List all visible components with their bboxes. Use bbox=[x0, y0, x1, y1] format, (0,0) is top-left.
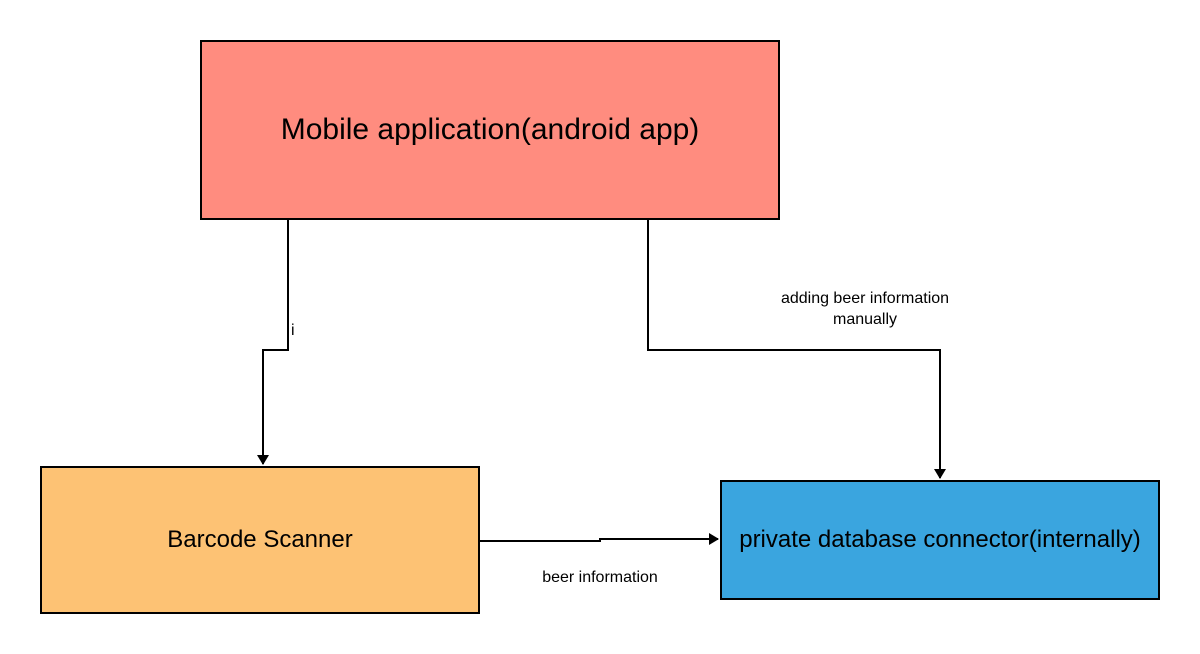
edge-label-beer-information: beer information bbox=[542, 569, 658, 586]
edge-label-i: i bbox=[291, 322, 295, 339]
barcode-scanner-label: Barcode Scanner bbox=[167, 526, 353, 553]
mobile-app-label: Mobile application(android app) bbox=[280, 113, 700, 146]
barcode-scanner-node: Barcode Scanner bbox=[40, 466, 480, 614]
edge-mobile-to-database bbox=[647, 220, 946, 479]
database-connector-node: private database connector(internally) bbox=[720, 480, 1160, 600]
mobile-app-node: Mobile application(android app) bbox=[200, 40, 780, 220]
database-connector-label: private database connector(internally) bbox=[739, 526, 1141, 553]
edge-label-manual-entry: adding beer information manually bbox=[780, 290, 950, 328]
edge-mobile-to-barcode bbox=[257, 220, 289, 465]
edge-barcode-to-database bbox=[480, 533, 719, 545]
